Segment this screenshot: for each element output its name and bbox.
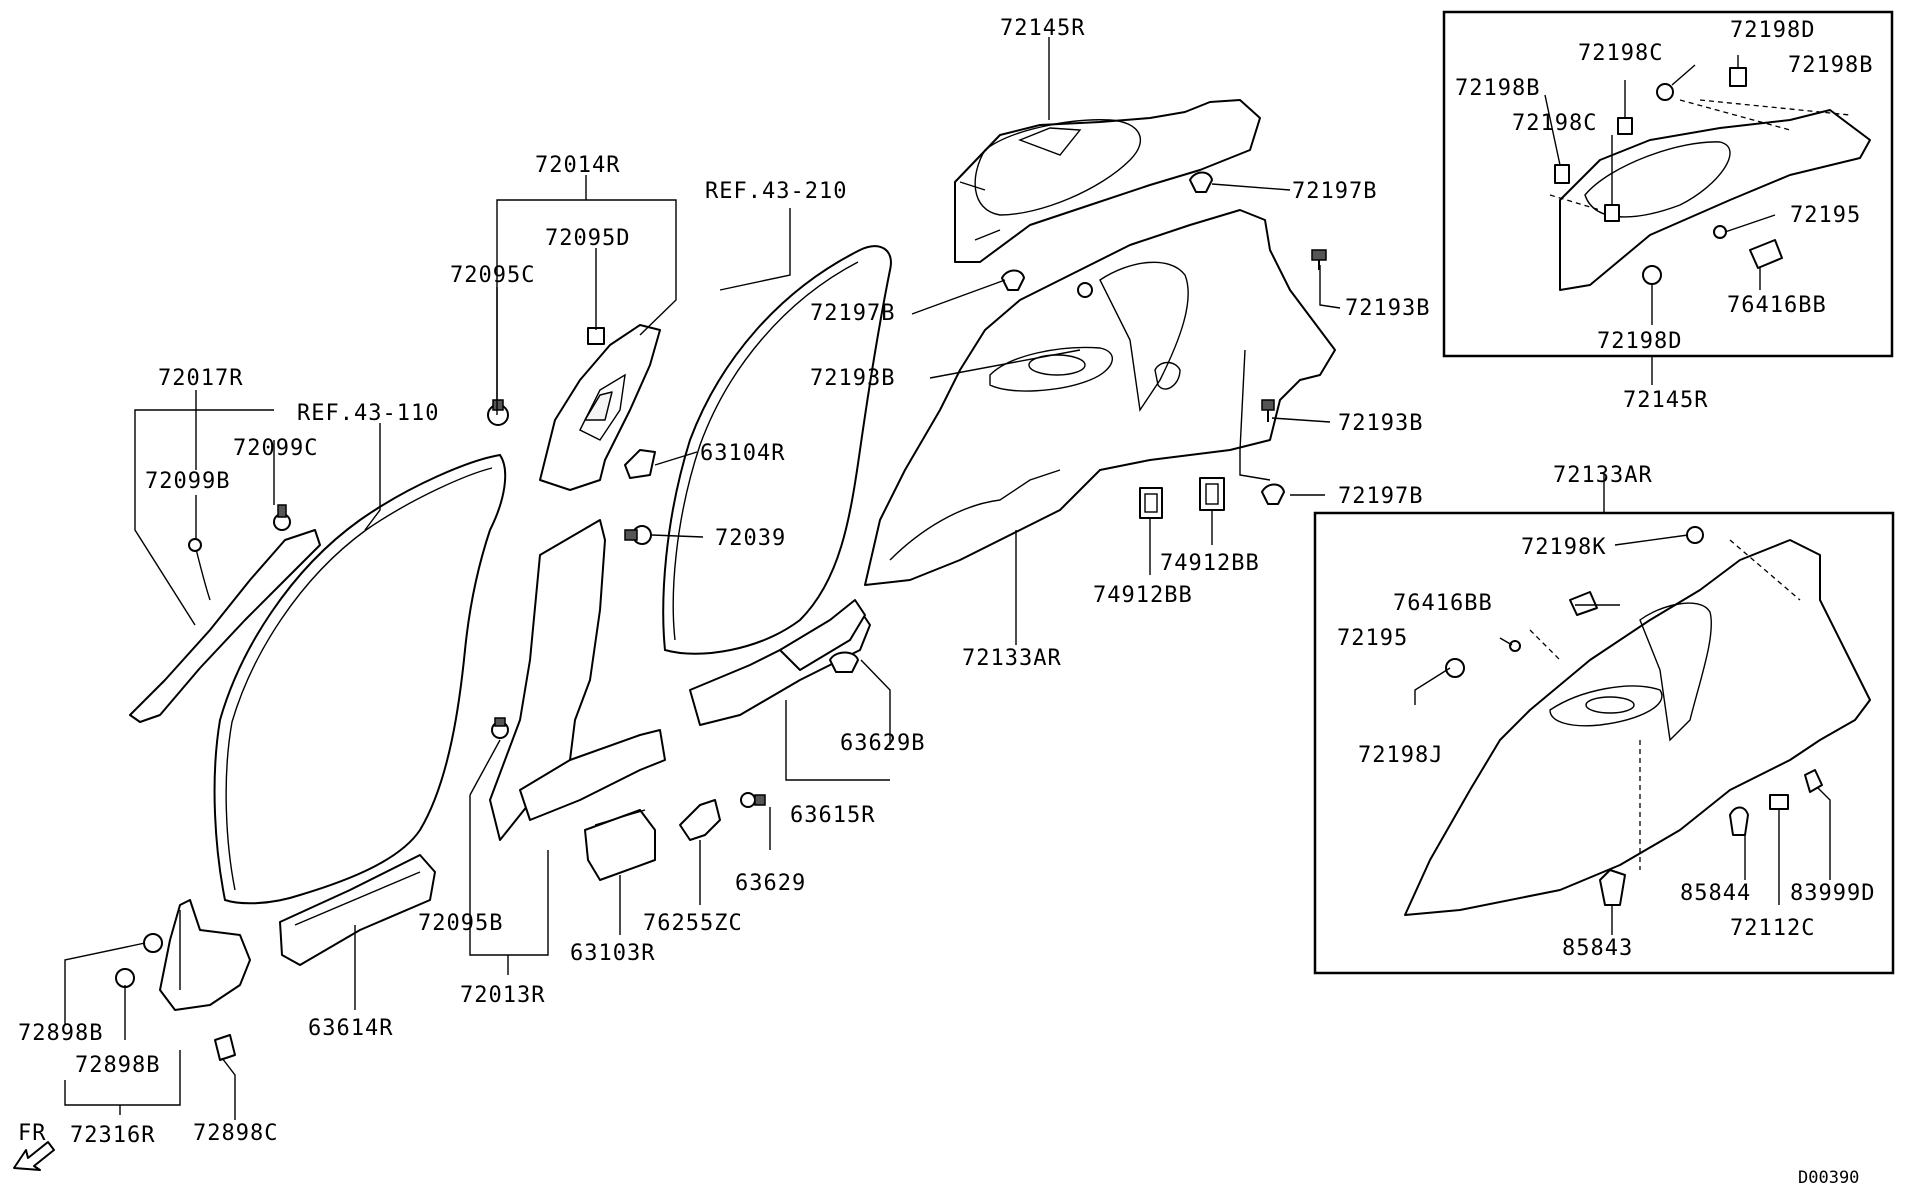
- part-lower-quarter-trim: [864, 209, 1336, 586]
- label-fr: FR: [18, 1121, 47, 1146]
- part-scuff-plate-front: [279, 854, 436, 966]
- clip-72095C-icon: [487, 399, 509, 426]
- part-front-pillar-trim: [129, 529, 321, 723]
- clip-72197B-c-icon: [1261, 483, 1285, 505]
- label-72197B-b: 72197B: [810, 301, 895, 326]
- label-inset-83999D: 83999D: [1790, 881, 1875, 906]
- label-72014R: 72014R: [535, 153, 620, 178]
- label-72099C: 72099C: [233, 436, 318, 461]
- clip-72099C-icon: [273, 504, 291, 531]
- label-inset-72198C-b: 72198C: [1512, 111, 1597, 136]
- part-center-pillar-lower: [489, 519, 666, 841]
- inset-bottom-part: [1404, 526, 1871, 916]
- label-72095D: 72095D: [545, 226, 630, 251]
- part-scuff-plate-rear: [689, 599, 871, 726]
- fasteners-main: [115, 171, 1327, 1061]
- label-72145R-top: 72145R: [1000, 16, 1085, 41]
- label-inset-72198D-b: 72198D: [1597, 329, 1682, 354]
- label-72193B-b: 72193B: [810, 366, 895, 391]
- label-inset-72198C-a: 72198C: [1578, 41, 1663, 66]
- label-72316R: 72316R: [70, 1123, 155, 1148]
- clip-63629-icon: [740, 792, 766, 808]
- label-72039: 72039: [715, 526, 786, 551]
- part-rear-door-weatherstrip: [662, 245, 892, 655]
- label-inset-72198J: 72198J: [1358, 743, 1443, 768]
- part-center-pillar-upper: [539, 324, 661, 491]
- label-72197B-a: 72197B: [1292, 179, 1377, 204]
- clip-72197B-a-icon: [1189, 171, 1213, 193]
- part-76255ZC: [679, 799, 721, 841]
- part-63103R: [584, 809, 656, 881]
- leader-lines: [64, 37, 1831, 1120]
- clip-74912BB-b-icon: [1199, 477, 1225, 511]
- inset-top-part: [1549, 67, 1871, 291]
- clip-72099B-icon: [188, 538, 211, 601]
- part-labels: 72145R 72014R REF.43-210 72095D 72095C 7…: [18, 16, 1859, 1187]
- label-74912BB-b: 74912BB: [1093, 583, 1193, 608]
- label-72095B: 72095B: [418, 911, 503, 936]
- label-inset-top-caption: 72145R: [1623, 388, 1708, 413]
- label-inset-72198D-a: 72198D: [1730, 18, 1815, 43]
- label-inset-72198B-b: 72198B: [1455, 76, 1540, 101]
- clip-72039-icon: [624, 525, 652, 545]
- label-72017R: 72017R: [158, 366, 243, 391]
- clip-72898B-b-icon: [115, 968, 135, 988]
- label-inset-72198K: 72198K: [1521, 535, 1606, 560]
- label-72898B-a: 72898B: [18, 1021, 103, 1046]
- label-63103R: 63103R: [570, 941, 655, 966]
- label-63629B: 63629B: [840, 731, 925, 756]
- label-inset-bottom-caption: 72133AR: [1553, 463, 1653, 488]
- label-72133AR-main: 72133AR: [962, 646, 1062, 671]
- label-76255ZC: 76255ZC: [643, 911, 743, 936]
- clip-72193B-a-icon: [1311, 249, 1327, 270]
- inset-box-72145R: [1442, 10, 1894, 358]
- inset-top-labels: 72198D 72198C 72198B 72198B 72198C 72195…: [1455, 18, 1873, 413]
- clip-63629B-icon: [829, 651, 859, 673]
- label-inset-72195: 72195: [1790, 203, 1861, 228]
- inset-bottom-labels: 72133AR 72198K 76416BB 72195 72198J 8584…: [1337, 463, 1875, 961]
- front-direction-arrow-icon: [13, 1141, 55, 1171]
- label-inset-72195: 72195: [1337, 626, 1408, 651]
- label-inset-76416BB: 76416BB: [1393, 591, 1493, 616]
- label-72099B: 72099B: [145, 469, 230, 494]
- label-72898C: 72898C: [193, 1121, 278, 1146]
- clip-72193B-b-icon: [1077, 282, 1093, 298]
- clip-74912BB-a-icon: [1139, 487, 1163, 519]
- label-inset-85844: 85844: [1680, 881, 1751, 906]
- clip-72193B-c-icon: [1261, 399, 1275, 422]
- part-kick-panel: [159, 899, 251, 1011]
- label-ref-43-110: REF.43-110: [297, 401, 439, 426]
- part-63104R: [624, 449, 656, 479]
- label-72013R: 72013R: [460, 983, 545, 1008]
- label-ref-43-210: REF.43-210: [705, 179, 847, 204]
- label-63614R: 63614R: [308, 1016, 393, 1041]
- clip-72898C-icon: [214, 1034, 236, 1061]
- label-inset-76416BB: 76416BB: [1727, 293, 1827, 318]
- label-63629: 63629: [735, 871, 806, 896]
- clip-72095B-icon: [491, 717, 509, 739]
- label-72193B-a: 72193B: [1345, 296, 1430, 321]
- label-63104R: 63104R: [700, 441, 785, 466]
- clip-72095D-icon: [587, 327, 605, 345]
- label-inset-72198B-a: 72198B: [1788, 53, 1873, 78]
- label-inset-85843: 85843: [1562, 936, 1633, 961]
- label-72898B-b: 72898B: [75, 1053, 160, 1078]
- clip-72898B-a-icon: [143, 933, 163, 953]
- label-72193B-c: 72193B: [1338, 411, 1423, 436]
- label-72197B-c: 72197B: [1338, 484, 1423, 509]
- label-inset-72112C: 72112C: [1730, 916, 1815, 941]
- label-74912BB-a: 74912BB: [1160, 551, 1260, 576]
- diagram-code: D00390: [1798, 1168, 1859, 1187]
- label-72095C: 72095C: [450, 263, 535, 288]
- clip-72197B-b-icon: [1001, 269, 1025, 291]
- label-63615R: 63615R: [790, 803, 875, 828]
- part-front-door-weatherstrip: [213, 453, 507, 905]
- part-upper-quarter-trim: [954, 99, 1261, 263]
